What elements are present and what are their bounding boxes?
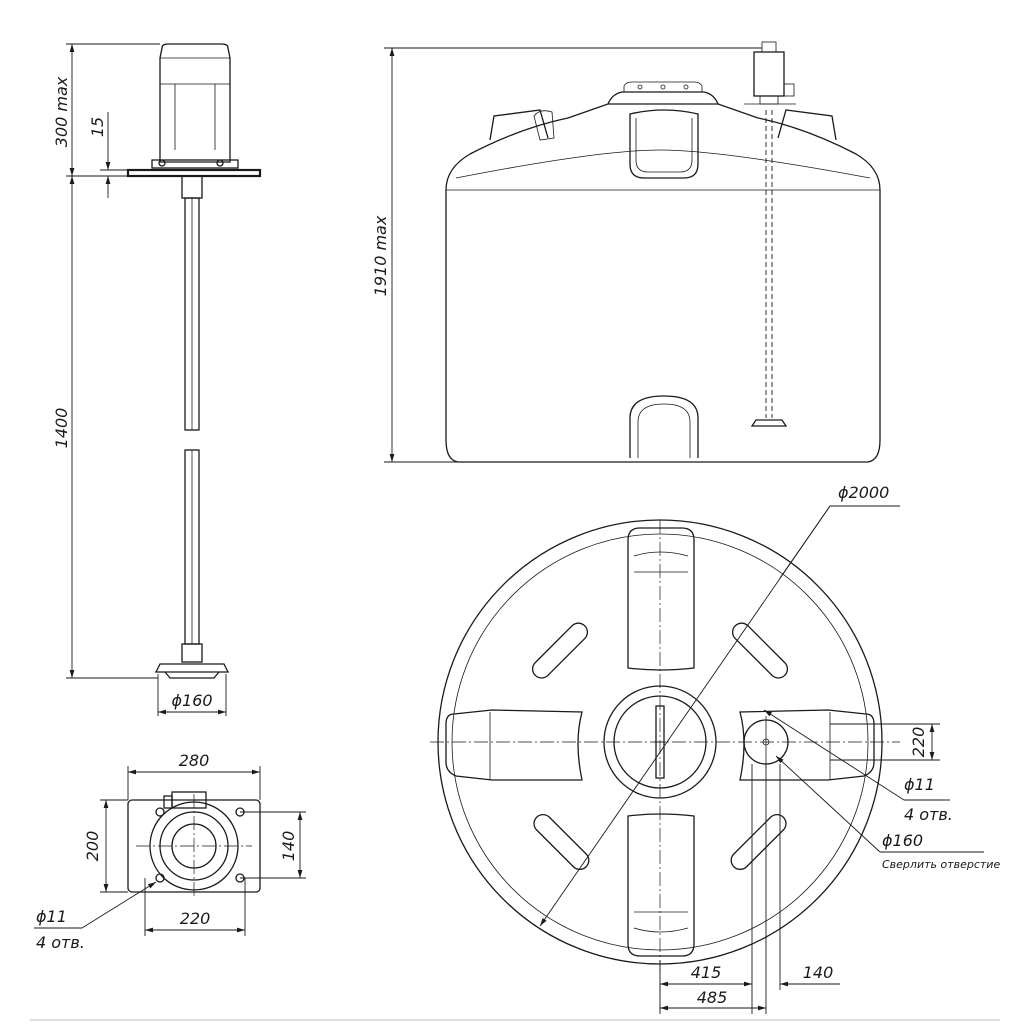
dim-shaft-length: 1400 bbox=[52, 408, 71, 449]
dim-tank-diameter: ϕ2000 bbox=[838, 483, 889, 502]
rib-bottom bbox=[627, 813, 695, 957]
motor-base bbox=[151, 159, 239, 169]
dim-offset-140: 140 bbox=[803, 963, 834, 982]
tank-top-view: ϕ2000 220 ϕ11 4 отв. ϕ160 Сверлить отвер… bbox=[430, 483, 1000, 1014]
dim-bolt-spacing-y: 140 bbox=[279, 831, 298, 862]
tank-mixer-impeller bbox=[750, 419, 788, 427]
dim-offset-485: 485 bbox=[697, 988, 728, 1007]
dim-motor-height: 300 max bbox=[52, 76, 71, 147]
rib-top bbox=[627, 527, 695, 671]
lifting-lug bbox=[777, 109, 837, 141]
tank-body bbox=[445, 91, 881, 463]
dim-flange-width: 280 bbox=[179, 751, 210, 770]
bolt-hole bbox=[155, 873, 165, 883]
bottom-recess bbox=[629, 395, 699, 458]
dim-tank-hole-diameter: ϕ11 bbox=[904, 775, 935, 794]
mixer-flange-view: 280 200 140 220 ϕ11 4 отв. bbox=[34, 751, 306, 952]
note-drill-hole: Сверлить отверстие bbox=[882, 858, 1000, 871]
dim-tank-height: 1910 max bbox=[371, 215, 390, 296]
dim-bolt-spacing-x: 220 bbox=[180, 909, 211, 928]
mixer-side-view: 300 max 15 1400 ϕ160 bbox=[52, 43, 262, 716]
dim-flange-hole-diameter: ϕ11 bbox=[36, 907, 67, 926]
dim-flange-hole-count: 4 отв. bbox=[36, 933, 85, 952]
coupling bbox=[181, 175, 203, 199]
rib-diagonal bbox=[531, 622, 589, 679]
dim-impeller-diameter: ϕ160 bbox=[171, 691, 212, 710]
motor-body bbox=[159, 43, 231, 163]
dim-drill-diameter: ϕ160 bbox=[882, 831, 923, 850]
rib-left bbox=[445, 709, 583, 781]
dim-offset-415: 415 bbox=[691, 963, 722, 982]
bolt-hole bbox=[155, 807, 165, 817]
rib-right bbox=[739, 709, 875, 781]
dim-tank-flange-width: 220 bbox=[909, 727, 928, 758]
lifting-lug bbox=[489, 109, 549, 141]
rib-diagonal bbox=[533, 813, 590, 871]
top-recess bbox=[629, 109, 699, 179]
dim-flange-thickness: 15 bbox=[88, 117, 107, 137]
impeller bbox=[154, 663, 230, 673]
dim-flange-height: 200 bbox=[83, 831, 102, 862]
mounting-flange bbox=[126, 168, 262, 178]
tank-front-view: 1910 max bbox=[371, 41, 881, 463]
tank-mixer-motor bbox=[753, 51, 785, 97]
rib-diagonal bbox=[731, 622, 789, 679]
dim-tank-hole-count: 4 отв. bbox=[904, 805, 953, 824]
